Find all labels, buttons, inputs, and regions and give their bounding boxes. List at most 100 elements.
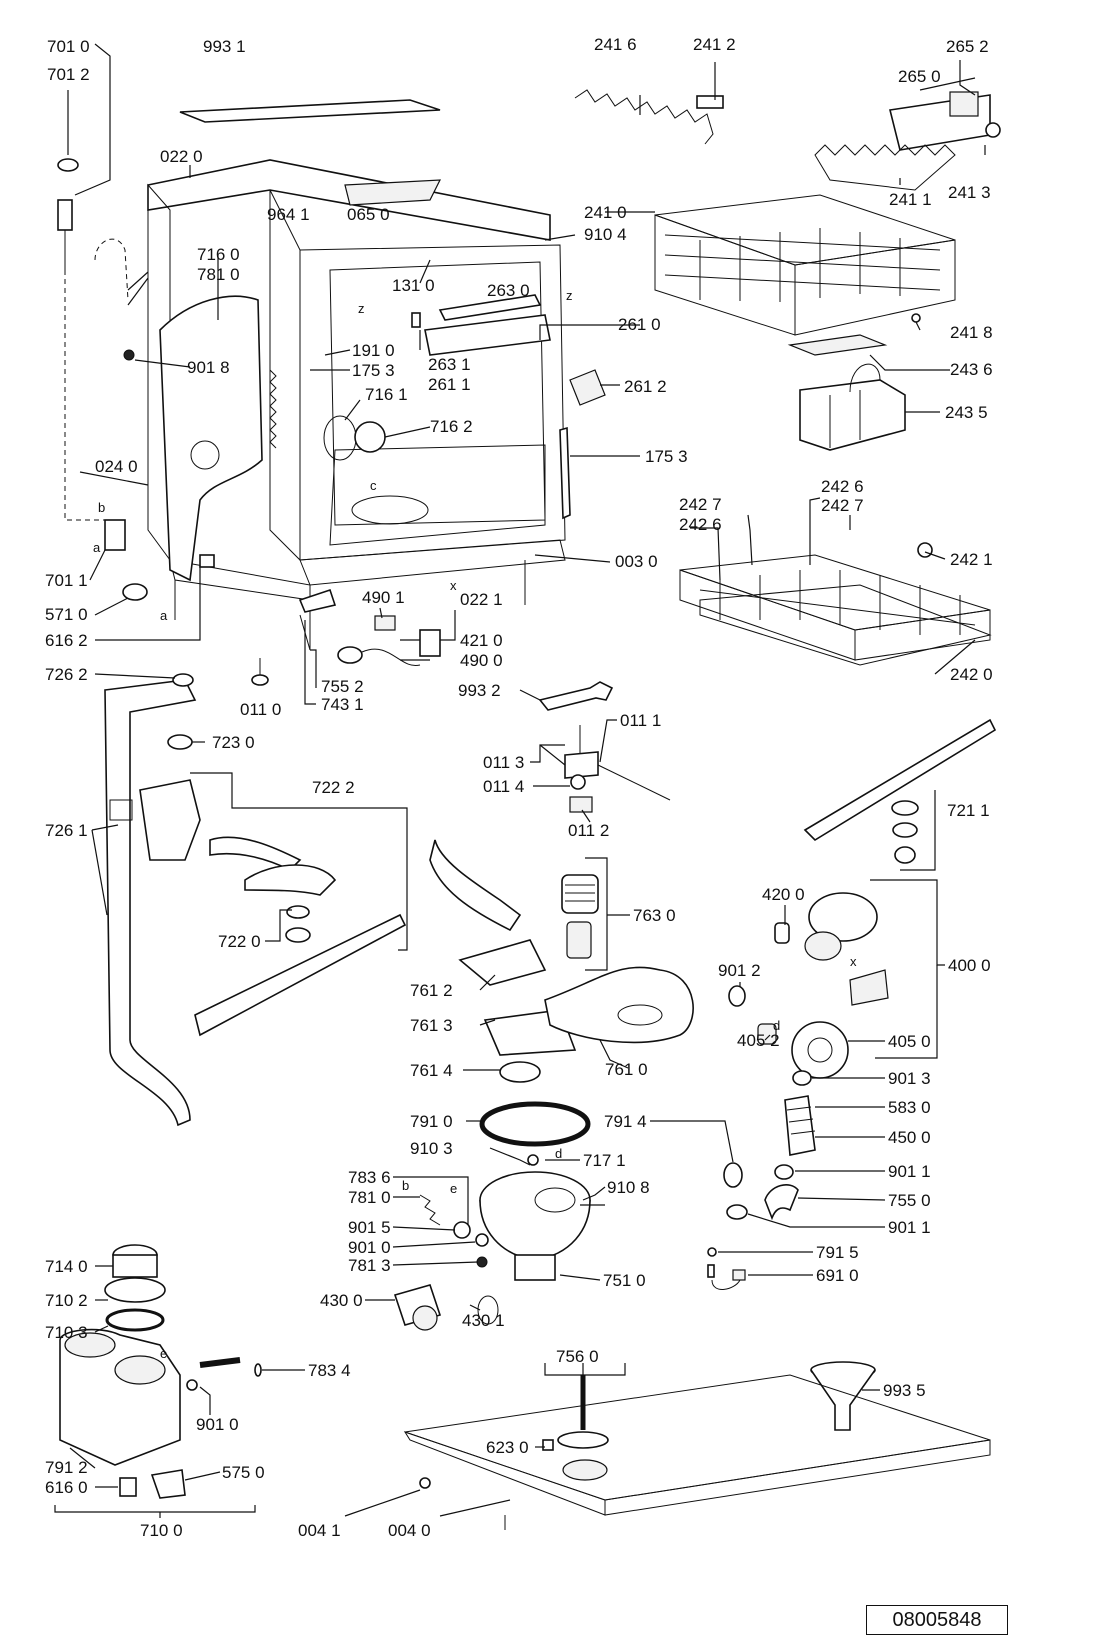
- label-9104: 910 4: [584, 225, 627, 244]
- label-6160: 616 0: [45, 1478, 88, 1497]
- heater-hose: [723, 1095, 816, 1221]
- label-0113: 011 3: [483, 753, 524, 772]
- spray-hub: [354, 421, 386, 453]
- label-2412: 241 2: [693, 35, 736, 54]
- rail-profile: [438, 294, 542, 321]
- clamp-9013: [792, 1070, 812, 1086]
- label-9108: 910 8: [607, 1178, 650, 1197]
- letter-z-left: z: [358, 301, 365, 316]
- label-2426a: 242 6: [821, 477, 864, 496]
- pressure-switch: [707, 1247, 746, 1290]
- clamp-9012: [728, 985, 746, 1007]
- label-7836: 783 6: [348, 1168, 391, 1187]
- spray-ring: [323, 415, 357, 461]
- label-4500: 450 0: [888, 1128, 931, 1147]
- label-6910: 691 0: [816, 1266, 859, 1285]
- label-4000: 400 0: [948, 956, 991, 975]
- label-7810b: 781 0: [348, 1188, 391, 1207]
- label-7552: 755 2: [321, 677, 364, 696]
- leveling-foot: [251, 658, 269, 686]
- label-2416: 241 6: [594, 35, 637, 54]
- pump-volute: [757, 1021, 849, 1079]
- leader-lines: [54, 43, 986, 1518]
- wiring-harness: [337, 615, 441, 667]
- label-2420: 242 0: [950, 665, 993, 684]
- label-5750: 575 0: [222, 1463, 265, 1482]
- service-wrench: [538, 681, 614, 711]
- letter-d-sump: d: [555, 1146, 562, 1161]
- letter-d-pump: d: [773, 1018, 780, 1033]
- label-9010b: 901 0: [196, 1415, 239, 1434]
- label-7560: 756 0: [556, 1347, 599, 1366]
- cutlery-basket: [787, 334, 906, 451]
- label-7171: 717 1: [583, 1151, 626, 1170]
- label-9013: 901 3: [888, 1069, 931, 1088]
- label-9018: 901 8: [187, 358, 230, 377]
- letter-z-right: z: [566, 288, 573, 303]
- label-9010a: 901 0: [348, 1238, 391, 1257]
- label-7613: 761 3: [410, 1016, 453, 1035]
- letter-e-sump: e: [450, 1181, 457, 1196]
- label-7550: 755 0: [888, 1191, 931, 1210]
- label-7914: 791 4: [604, 1112, 647, 1131]
- label-4052: 405 2: [737, 1031, 780, 1050]
- label-0240: 024 0: [95, 457, 138, 476]
- flat-filter-hole: [617, 1004, 663, 1026]
- base-plate: [403, 1374, 991, 1530]
- rack-clip: [696, 95, 724, 109]
- label-6230: 623 0: [486, 1438, 529, 1457]
- label-5830: 583 0: [888, 1098, 931, 1117]
- label-7103: 710 3: [45, 1323, 88, 1342]
- label-7100: 710 0: [140, 1521, 183, 1540]
- label-2610: 261 0: [618, 315, 661, 334]
- label-9011a: 901 1: [888, 1162, 931, 1181]
- valve-5710: [122, 583, 148, 601]
- float-switch: [542, 1375, 609, 1481]
- label-7261: 726 1: [45, 821, 88, 840]
- basket-pin: [911, 313, 921, 323]
- top-cover-strip: [179, 99, 441, 123]
- cup-rack-wire: [574, 89, 714, 145]
- label-0111: 011 1: [620, 711, 661, 730]
- part-labels: 701 0 701 2 993 1 022 0 241 6 241 2 265 …: [45, 35, 993, 1540]
- label-2612: 261 2: [624, 377, 667, 396]
- label-7160: 716 0: [197, 245, 240, 264]
- sump-housing: [479, 1154, 591, 1281]
- flat-filter: [544, 966, 694, 1044]
- label-9103: 910 3: [410, 1139, 453, 1158]
- label-2652: 265 2: [946, 37, 989, 56]
- label-4210: 421 0: [460, 631, 503, 650]
- element-781: [419, 1194, 489, 1268]
- label-7612: 761 2: [410, 981, 453, 1000]
- label-0030: 003 0: [615, 552, 658, 571]
- water-softener: [59, 1244, 186, 1499]
- label-7102: 710 2: [45, 1291, 88, 1310]
- latch-7011: [104, 519, 126, 551]
- spray-nut: [167, 734, 193, 750]
- label-7230: 723 0: [212, 733, 255, 752]
- label-2413: 241 3: [948, 183, 991, 202]
- label-9935: 993 5: [883, 1381, 926, 1400]
- side-strip: [559, 426, 571, 520]
- valve-pipe: [186, 1357, 262, 1391]
- upper-basket: [654, 194, 956, 336]
- letter-a-valve: a: [160, 608, 168, 623]
- lower-spray-arm: [803, 718, 997, 864]
- label-7431: 743 1: [321, 695, 364, 714]
- door-cable: [564, 725, 671, 813]
- label-7220: 722 0: [218, 932, 261, 951]
- label-7161: 716 1: [365, 385, 408, 404]
- label-2426b: 242 6: [679, 515, 722, 534]
- bracket-small: [298, 588, 337, 613]
- label-6162: 616 2: [45, 631, 88, 650]
- label-0110: 011 0: [240, 700, 281, 719]
- label-9641: 964 1: [267, 205, 310, 224]
- label-9932: 993 2: [458, 681, 501, 700]
- clamp-9011b: [726, 1204, 748, 1220]
- label-7915: 791 5: [816, 1243, 859, 1262]
- label-0220: 022 0: [160, 147, 203, 166]
- conduit-assembly: [429, 839, 577, 1083]
- door-spring: [269, 369, 277, 449]
- label-4300: 430 0: [320, 1291, 363, 1310]
- label-2418: 241 8: [950, 323, 993, 342]
